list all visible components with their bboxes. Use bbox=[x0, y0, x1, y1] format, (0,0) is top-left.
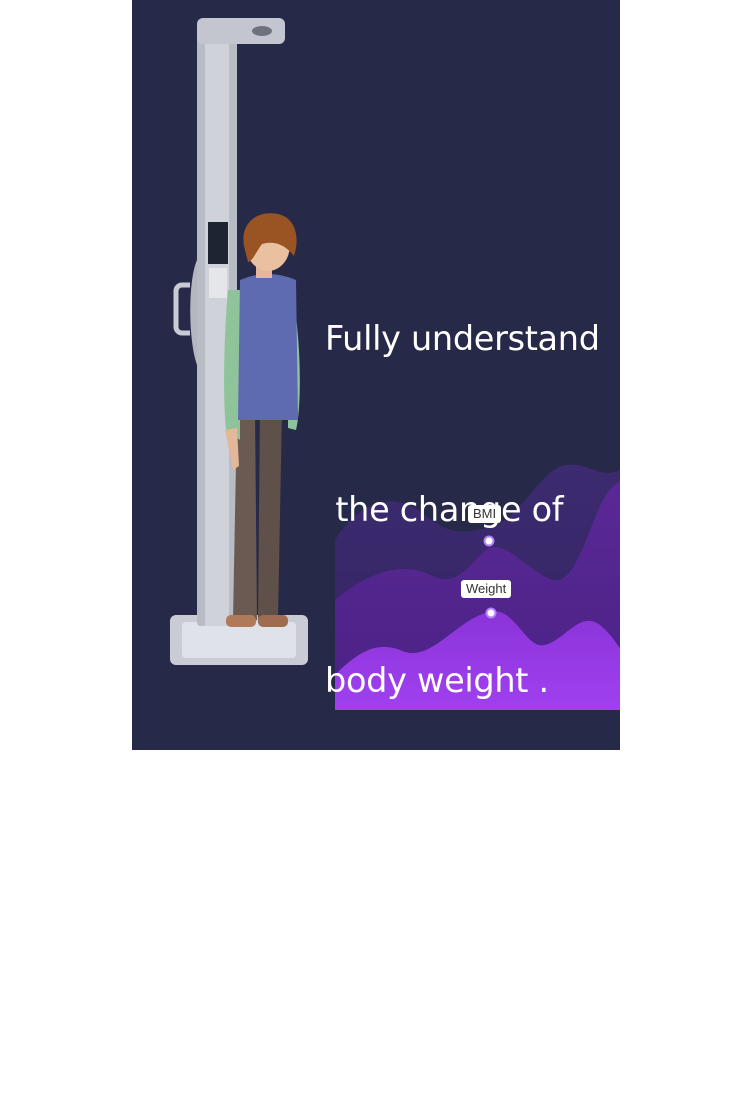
weight-label: Weight bbox=[461, 580, 512, 598]
headline-text: Fully understand the change of body weig… bbox=[325, 196, 625, 1108]
wave-chart bbox=[170, 18, 620, 710]
headline-line-2: the change of bbox=[325, 490, 564, 529]
bmi-marker bbox=[483, 535, 495, 547]
weight-marker bbox=[485, 607, 497, 619]
headline-line-5: BMI index bbox=[325, 1003, 487, 1042]
person-figure bbox=[224, 213, 300, 627]
headline-line-4: And manage the bbox=[325, 832, 600, 871]
bmi-label: BMI bbox=[468, 505, 502, 523]
height-scale-device bbox=[170, 18, 308, 665]
headline-line-1: Fully understand bbox=[325, 319, 600, 358]
headline-line-3: body weight . bbox=[325, 661, 549, 700]
wave-front bbox=[335, 611, 620, 710]
